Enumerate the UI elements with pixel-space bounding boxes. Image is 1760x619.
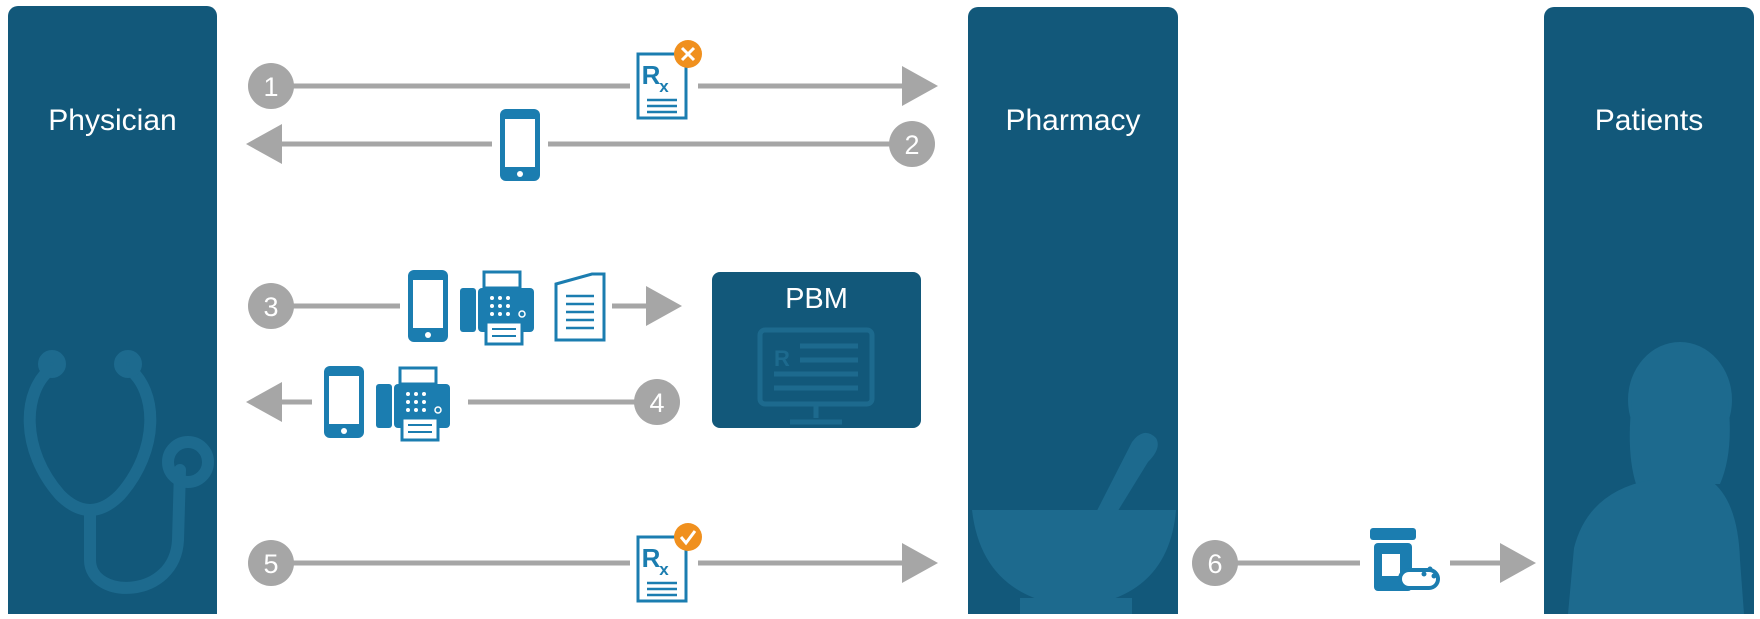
step-marker-6: 6 xyxy=(1192,540,1238,586)
fax-machine-icon xyxy=(458,270,536,346)
physician-panel xyxy=(8,6,217,619)
pbm-box xyxy=(712,272,921,428)
physician-label: Physician xyxy=(48,104,177,137)
step-marker-2: 2 xyxy=(889,121,935,167)
mortar-pestle-icon xyxy=(972,432,1176,614)
arrow-head-left xyxy=(246,124,282,164)
monitor-rx-icon: R xyxy=(757,327,875,425)
step-marker-4: 4 xyxy=(634,379,680,425)
svg-text:2: 2 xyxy=(904,130,919,160)
pill-bottle-icon xyxy=(1370,528,1440,591)
arrow-head-right xyxy=(1500,543,1536,583)
pbm-label: PBM xyxy=(785,283,848,315)
step-marker-3: 3 xyxy=(248,283,294,329)
svg-text:5: 5 xyxy=(263,549,278,579)
smartphone-icon xyxy=(500,109,540,181)
rejected-badge xyxy=(674,40,702,68)
arrow-head-right xyxy=(902,66,938,106)
smartphone-icon xyxy=(324,366,364,438)
person-silhouette-icon xyxy=(1568,342,1744,614)
pharmacy-label: Pharmacy xyxy=(1005,104,1141,137)
step-marker-5: 5 xyxy=(248,540,294,586)
step-marker-1: 1 xyxy=(248,63,294,109)
svg-text:6: 6 xyxy=(1207,549,1222,579)
svg-text:R: R xyxy=(774,346,790,371)
patients-label: Patients xyxy=(1594,104,1704,137)
document-icon xyxy=(554,272,606,342)
arrow-head-right xyxy=(902,543,938,583)
stethoscope-icon xyxy=(23,350,214,594)
fax-machine-icon xyxy=(374,366,452,442)
svg-text:3: 3 xyxy=(263,292,278,322)
approved-badge xyxy=(674,523,702,551)
svg-text:1: 1 xyxy=(263,72,278,102)
arrow-head-right xyxy=(646,286,682,326)
svg-text:4: 4 xyxy=(649,388,664,418)
smartphone-icon xyxy=(408,270,448,342)
arrow-head-left xyxy=(246,382,282,422)
